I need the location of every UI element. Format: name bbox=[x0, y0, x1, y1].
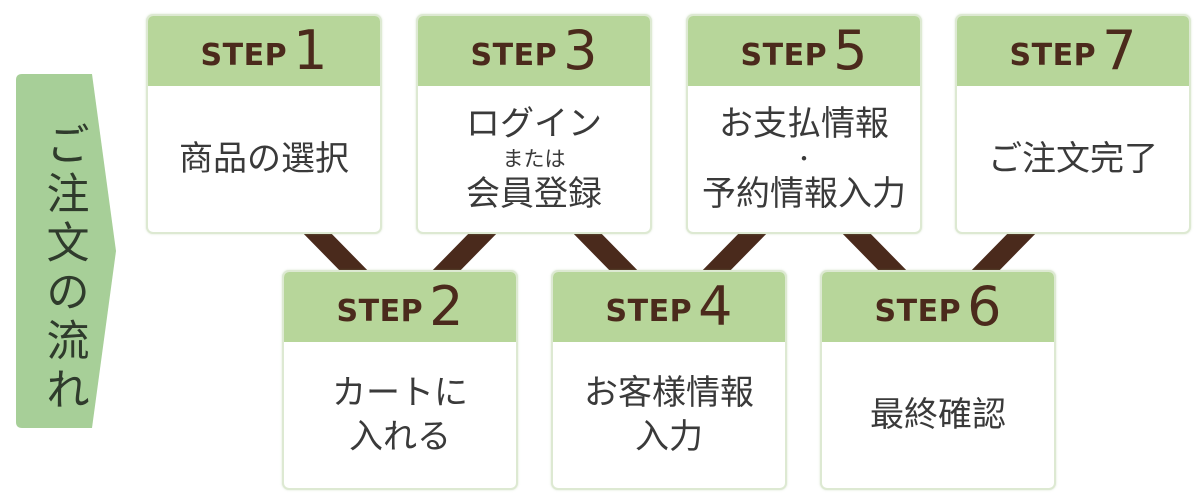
step-3-header: STEP 3 bbox=[418, 16, 650, 86]
step-6-card: STEP 6 最終確認 bbox=[820, 270, 1056, 490]
step-6-body: 最終確認 bbox=[822, 342, 1054, 488]
step-number: 7 bbox=[1102, 19, 1137, 82]
step-word: STEP bbox=[336, 293, 424, 329]
step-text-line: 入力 bbox=[635, 417, 703, 457]
step-4-card: STEP 4 お客様情報 入力 bbox=[551, 270, 787, 490]
step-word: STEP bbox=[874, 293, 962, 329]
step-6-header: STEP 6 bbox=[822, 272, 1054, 342]
order-flow-title: ご注文の流れ bbox=[46, 121, 90, 416]
step-word: STEP bbox=[1009, 37, 1097, 73]
step-7-card: STEP 7 ご注文完了 bbox=[955, 14, 1191, 234]
step-text-line: 会員登録 bbox=[466, 174, 602, 214]
step-2-body: カートに 入れる bbox=[284, 342, 516, 488]
step-word: STEP bbox=[605, 293, 693, 329]
step-number: 4 bbox=[698, 275, 733, 338]
step-text-line: 最終確認 bbox=[870, 395, 1006, 435]
step-1-body: 商品の選択 bbox=[148, 86, 380, 232]
step-number: 2 bbox=[429, 275, 464, 338]
step-number: 3 bbox=[563, 19, 598, 82]
step-number: 5 bbox=[833, 19, 868, 82]
step-text-line: 商品の選択 bbox=[179, 139, 349, 179]
step-number: 6 bbox=[967, 275, 1002, 338]
step-text-line: 入れる bbox=[349, 417, 451, 457]
side-arrow-shape bbox=[16, 74, 116, 428]
step-text-line: 予約情報入力 bbox=[702, 174, 906, 214]
step-5-body: お支払情報 ・ 予約情報入力 bbox=[688, 86, 920, 232]
step-text-line: お客様情報 bbox=[584, 373, 754, 413]
step-1-header: STEP 1 bbox=[148, 16, 380, 86]
step-5-card: STEP 5 お支払情報 ・ 予約情報入力 bbox=[686, 14, 922, 234]
order-flow-label: ご注文の流れ bbox=[16, 74, 116, 428]
step-4-header: STEP 4 bbox=[553, 272, 785, 342]
step-word: STEP bbox=[470, 37, 558, 73]
step-3-body: ログイン または 会員登録 bbox=[418, 86, 650, 232]
step-text-separator: ・ bbox=[793, 147, 815, 171]
step-text-line: お支払情報 bbox=[719, 104, 889, 144]
step-text-connector: または bbox=[502, 147, 566, 171]
step-word: STEP bbox=[200, 37, 288, 73]
step-4-body: お客様情報 入力 bbox=[553, 342, 785, 488]
step-text-line: カートに bbox=[332, 373, 468, 413]
step-text-line: ご注文完了 bbox=[988, 139, 1158, 179]
step-7-body: ご注文完了 bbox=[957, 86, 1189, 232]
step-1-card: STEP 1 商品の選択 bbox=[146, 14, 382, 234]
step-2-card: STEP 2 カートに 入れる bbox=[282, 270, 518, 490]
step-2-header: STEP 2 bbox=[284, 272, 516, 342]
step-number: 1 bbox=[293, 19, 328, 82]
step-7-header: STEP 7 bbox=[957, 16, 1189, 86]
step-5-header: STEP 5 bbox=[688, 16, 920, 86]
step-3-card: STEP 3 ログイン または 会員登録 bbox=[416, 14, 652, 234]
step-text-line: ログイン bbox=[466, 104, 602, 144]
step-word: STEP bbox=[740, 37, 828, 73]
